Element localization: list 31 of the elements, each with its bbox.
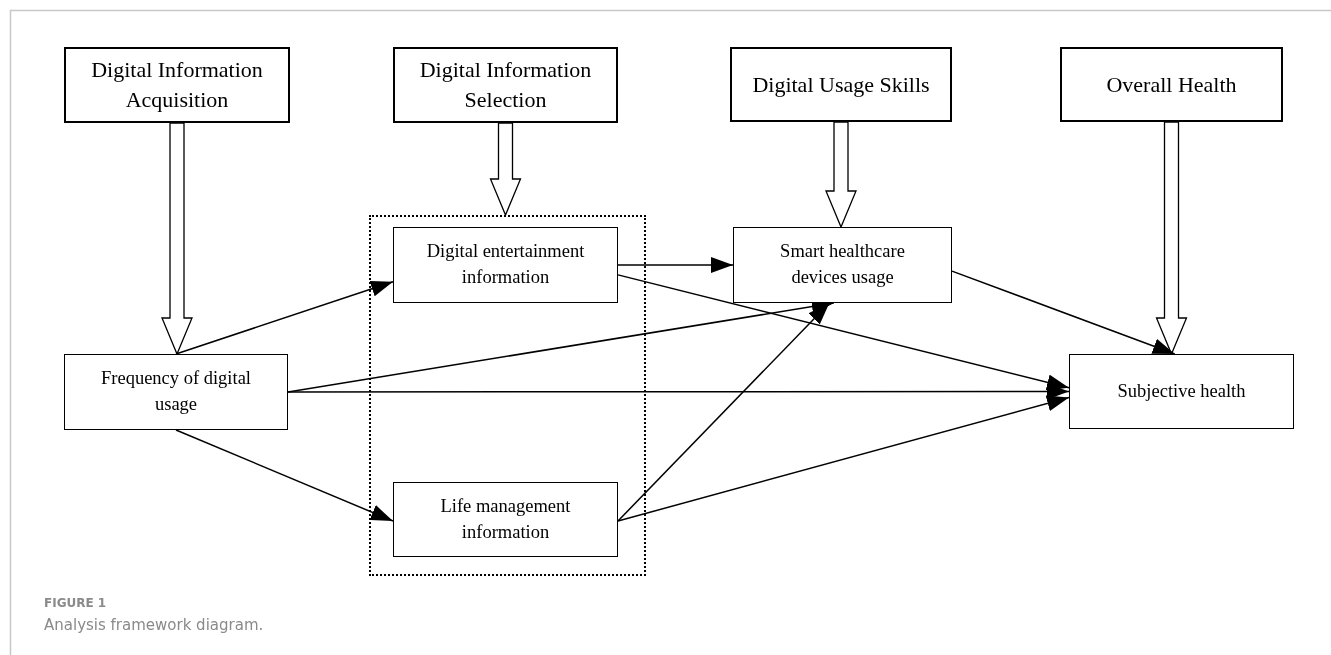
- concept-box: [730, 47, 952, 122]
- figure-number: FIGURE 1: [44, 596, 107, 610]
- box-label: Life management information: [439, 494, 572, 544]
- arrow: [617, 257, 734, 273]
- box-label: Digital Usage Skills: [751, 70, 931, 99]
- variable-box: [64, 354, 288, 430]
- box-label: Frequency of digital usage: [100, 367, 252, 416]
- arrow: [617, 302, 831, 522]
- box-label: Digital Information Acquisition: [90, 56, 264, 114]
- variable-box: [393, 482, 618, 557]
- box-label: Digital entertainment information: [425, 240, 586, 289]
- dotted-group-box: [369, 215, 646, 576]
- box-label: Overall Health: [1105, 70, 1238, 99]
- concept-box: [64, 47, 290, 123]
- concept-box: [1060, 47, 1283, 122]
- arrow: [951, 270, 1176, 355]
- variable-box: [1069, 354, 1294, 429]
- block-arrow: [161, 122, 193, 356]
- box-label: Subjective health: [1116, 379, 1247, 403]
- block-arrow: [825, 121, 857, 229]
- arrow: [175, 429, 394, 522]
- block-arrow: [489, 122, 522, 217]
- figure-caption: Analysis framework diagram.: [44, 616, 264, 634]
- variable-box: [393, 227, 618, 303]
- box-label: Smart healthcare devices usage: [779, 240, 906, 289]
- arrow: [617, 274, 1070, 391]
- concept-box: [393, 47, 618, 123]
- variable-box: [733, 227, 952, 303]
- box-label: Digital Information Selection: [418, 56, 593, 114]
- arrow: [175, 280, 394, 355]
- arrow: [617, 395, 1070, 522]
